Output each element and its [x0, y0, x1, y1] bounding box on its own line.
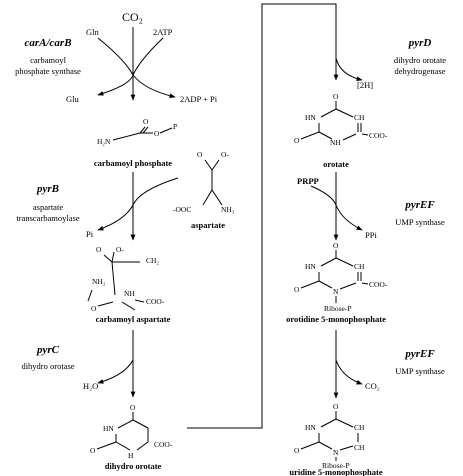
omp-name: orotidine 5-monophosphate: [286, 314, 386, 324]
orotate-name: orotate: [323, 159, 349, 169]
ca-atom-nh: NH: [124, 289, 135, 298]
dho-atom-coo: COO-: [154, 440, 173, 449]
omp-atom-hn: HN: [305, 262, 316, 271]
omp-atom-coo: COO-: [369, 280, 388, 289]
enzyme-label-3: dihydro orotase: [21, 361, 74, 371]
gene-pyrc: pyrC: [36, 344, 60, 356]
oro-atom-hn: HN: [305, 113, 316, 122]
gene-cara-carb: carA/carB: [24, 37, 71, 49]
omp-atom-o-bottom: O: [294, 285, 300, 294]
enzyme-label-1a: carbamoyl: [30, 55, 67, 65]
atp-input: 2ATP: [153, 27, 173, 37]
enzyme-label-4b: dehydrogenase: [395, 66, 446, 76]
dho-atom-o-top: O: [130, 403, 136, 412]
omp-atom-o-top: O: [333, 241, 339, 250]
ump-atom-hn: HN: [305, 423, 316, 432]
dho-atom-o-bottom: O: [90, 446, 96, 455]
co2-output: CO₂: [365, 381, 380, 391]
aspartate-name: aspartate: [191, 220, 225, 230]
dihydro-orotate-name: dihydro orotate: [105, 461, 162, 471]
asp-atom-o: O: [197, 150, 203, 159]
h2o-output: H₂O: [83, 381, 98, 391]
2h-output: [2H]: [357, 80, 373, 90]
dho-atom-nh: H: [128, 451, 134, 460]
dho-atom-hn: HN: [103, 424, 114, 433]
oro-atom-o-bottom: O: [294, 136, 300, 145]
enzyme-label-4a: dihydro orotate: [394, 55, 446, 65]
omp-atom-n: N: [333, 287, 339, 296]
gene-pyref-1: pyrEF: [404, 199, 435, 211]
ca-atom-o: O: [96, 245, 102, 254]
enzyme-label-5: UMP synthase: [395, 217, 445, 227]
asp-atom-ooc: -OOC: [173, 205, 191, 214]
ump-atom-o-bottom: O: [294, 446, 300, 455]
adp-output: 2ADP + Pi: [180, 94, 218, 104]
gene-pyrd: pyrD: [408, 37, 432, 49]
ump-name: uridine 5-monophosphate: [289, 467, 383, 476]
omp-atom-ribose: Ribose-P: [324, 304, 352, 313]
cp-atom-o-ester: O: [154, 129, 160, 138]
ump-atom-n: N: [333, 448, 339, 457]
oro-atom-o-top: O: [333, 92, 339, 101]
cp-atom-o-top: O: [143, 117, 149, 126]
gene-pyref-2: pyrEF: [404, 348, 435, 360]
glu-output: Glu: [66, 94, 80, 104]
oro-atom-ch: CH: [354, 113, 365, 122]
gln-input: Gln: [86, 27, 100, 37]
omp-atom-ch: CH: [354, 262, 365, 271]
gene-pyrb: pyrB: [36, 183, 59, 195]
ca-atom-ring-o: O: [91, 304, 97, 313]
ca-atom-nh2: NH₂: [92, 277, 106, 286]
carbamoyl-phosphate-name: carbamoyl phosphate: [94, 158, 172, 168]
oro-atom-nh: NH: [330, 138, 341, 147]
ump-atom-ch2: CH: [354, 443, 365, 452]
asp-atom-nh3: NH₃: [221, 205, 235, 214]
enzyme-label-6: UMP synthase: [395, 366, 445, 376]
carbamoyl-aspartate-name: carbamoyl aspartate: [96, 314, 171, 324]
ump-atom-o-top: O: [333, 402, 339, 411]
oro-atom-coo: COO-: [369, 131, 388, 140]
ca-atom-o-minus: O-: [116, 245, 124, 254]
asp-atom-o-minus: O-: [221, 150, 229, 159]
ca-atom-ch2: CH₂: [146, 256, 159, 265]
ump-atom-ribose: Ribose-P: [322, 461, 350, 470]
pi-output: Pi: [86, 229, 94, 239]
ppi-output: PPi: [365, 230, 377, 240]
enzyme-label-2a: aspartate: [33, 202, 63, 212]
prpp-input: PRPP: [297, 176, 319, 186]
cp-atom-h2n: H₂N: [97, 137, 111, 146]
enzyme-label-1b: phosphate synthase: [15, 66, 81, 76]
co2-input: CO₂: [122, 10, 143, 24]
cp-atom-p: P: [173, 122, 177, 131]
ump-atom-ch1: CH: [354, 423, 365, 432]
enzyme-label-2b: transcarbamoylase: [16, 213, 79, 223]
ca-atom-coo: COO-: [146, 297, 165, 306]
